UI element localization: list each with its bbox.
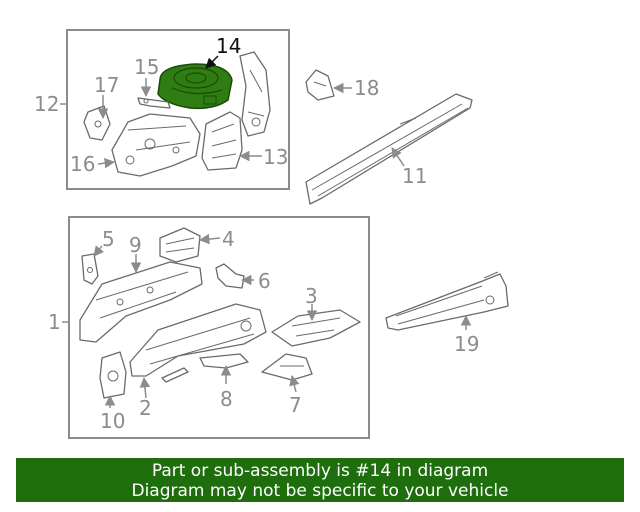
part-15-shape[interactable] [137,97,171,109]
callout-17[interactable]: 17 [94,73,119,97]
callout-13[interactable]: 13 [263,145,288,169]
callout-9[interactable]: 9 [129,233,142,257]
part-16-shape[interactable] [111,113,201,177]
upper-pillar-bracket [239,51,271,137]
part-10-shape[interactable] [99,351,127,399]
callout-4[interactable]: 4 [222,227,235,251]
callout-16[interactable]: 16 [70,152,95,176]
clip-near-part-8 [161,367,189,383]
callout-3[interactable]: 3 [305,284,318,308]
callout-10[interactable]: 10 [100,409,125,433]
part-info-banner: Part or sub-assembly is #14 in diagram D… [16,458,624,502]
callout-2[interactable]: 2 [139,396,152,420]
callout-7[interactable]: 7 [289,393,302,417]
callout-12[interactable]: 12 [34,92,59,116]
part-6-shape[interactable] [215,263,245,289]
callout-5[interactable]: 5 [102,227,115,251]
part-19-shape[interactable] [385,271,509,331]
part-17-shape[interactable] [83,105,111,141]
banner-line-part: Part or sub-assembly is #14 in diagram [151,461,489,481]
callout-8[interactable]: 8 [220,387,233,411]
part-4-shape[interactable] [159,227,201,263]
part-7-shape[interactable] [261,353,313,381]
part-3-shape[interactable] [271,309,361,347]
part-13-shape[interactable] [201,111,243,171]
part-14-shape[interactable] [157,63,233,110]
part-2-shape[interactable] [129,303,267,377]
callout-18[interactable]: 18 [354,76,379,100]
group-box-lower [68,216,370,439]
part-8-shape[interactable] [199,353,249,369]
callout-14[interactable]: 14 [216,34,241,58]
banner-line-disclaimer: Diagram may not be specific to your vehi… [131,481,509,501]
callout-1[interactable]: 1 [48,310,61,334]
callout-6[interactable]: 6 [258,269,271,293]
part-5-shape[interactable] [81,253,99,285]
part-11-shape[interactable] [305,93,473,205]
callout-19[interactable]: 19 [454,332,479,356]
group-box-upper [66,29,290,190]
callout-11[interactable]: 11 [402,164,427,188]
callout-15[interactable]: 15 [134,55,159,79]
part-18-shape[interactable] [305,69,335,101]
